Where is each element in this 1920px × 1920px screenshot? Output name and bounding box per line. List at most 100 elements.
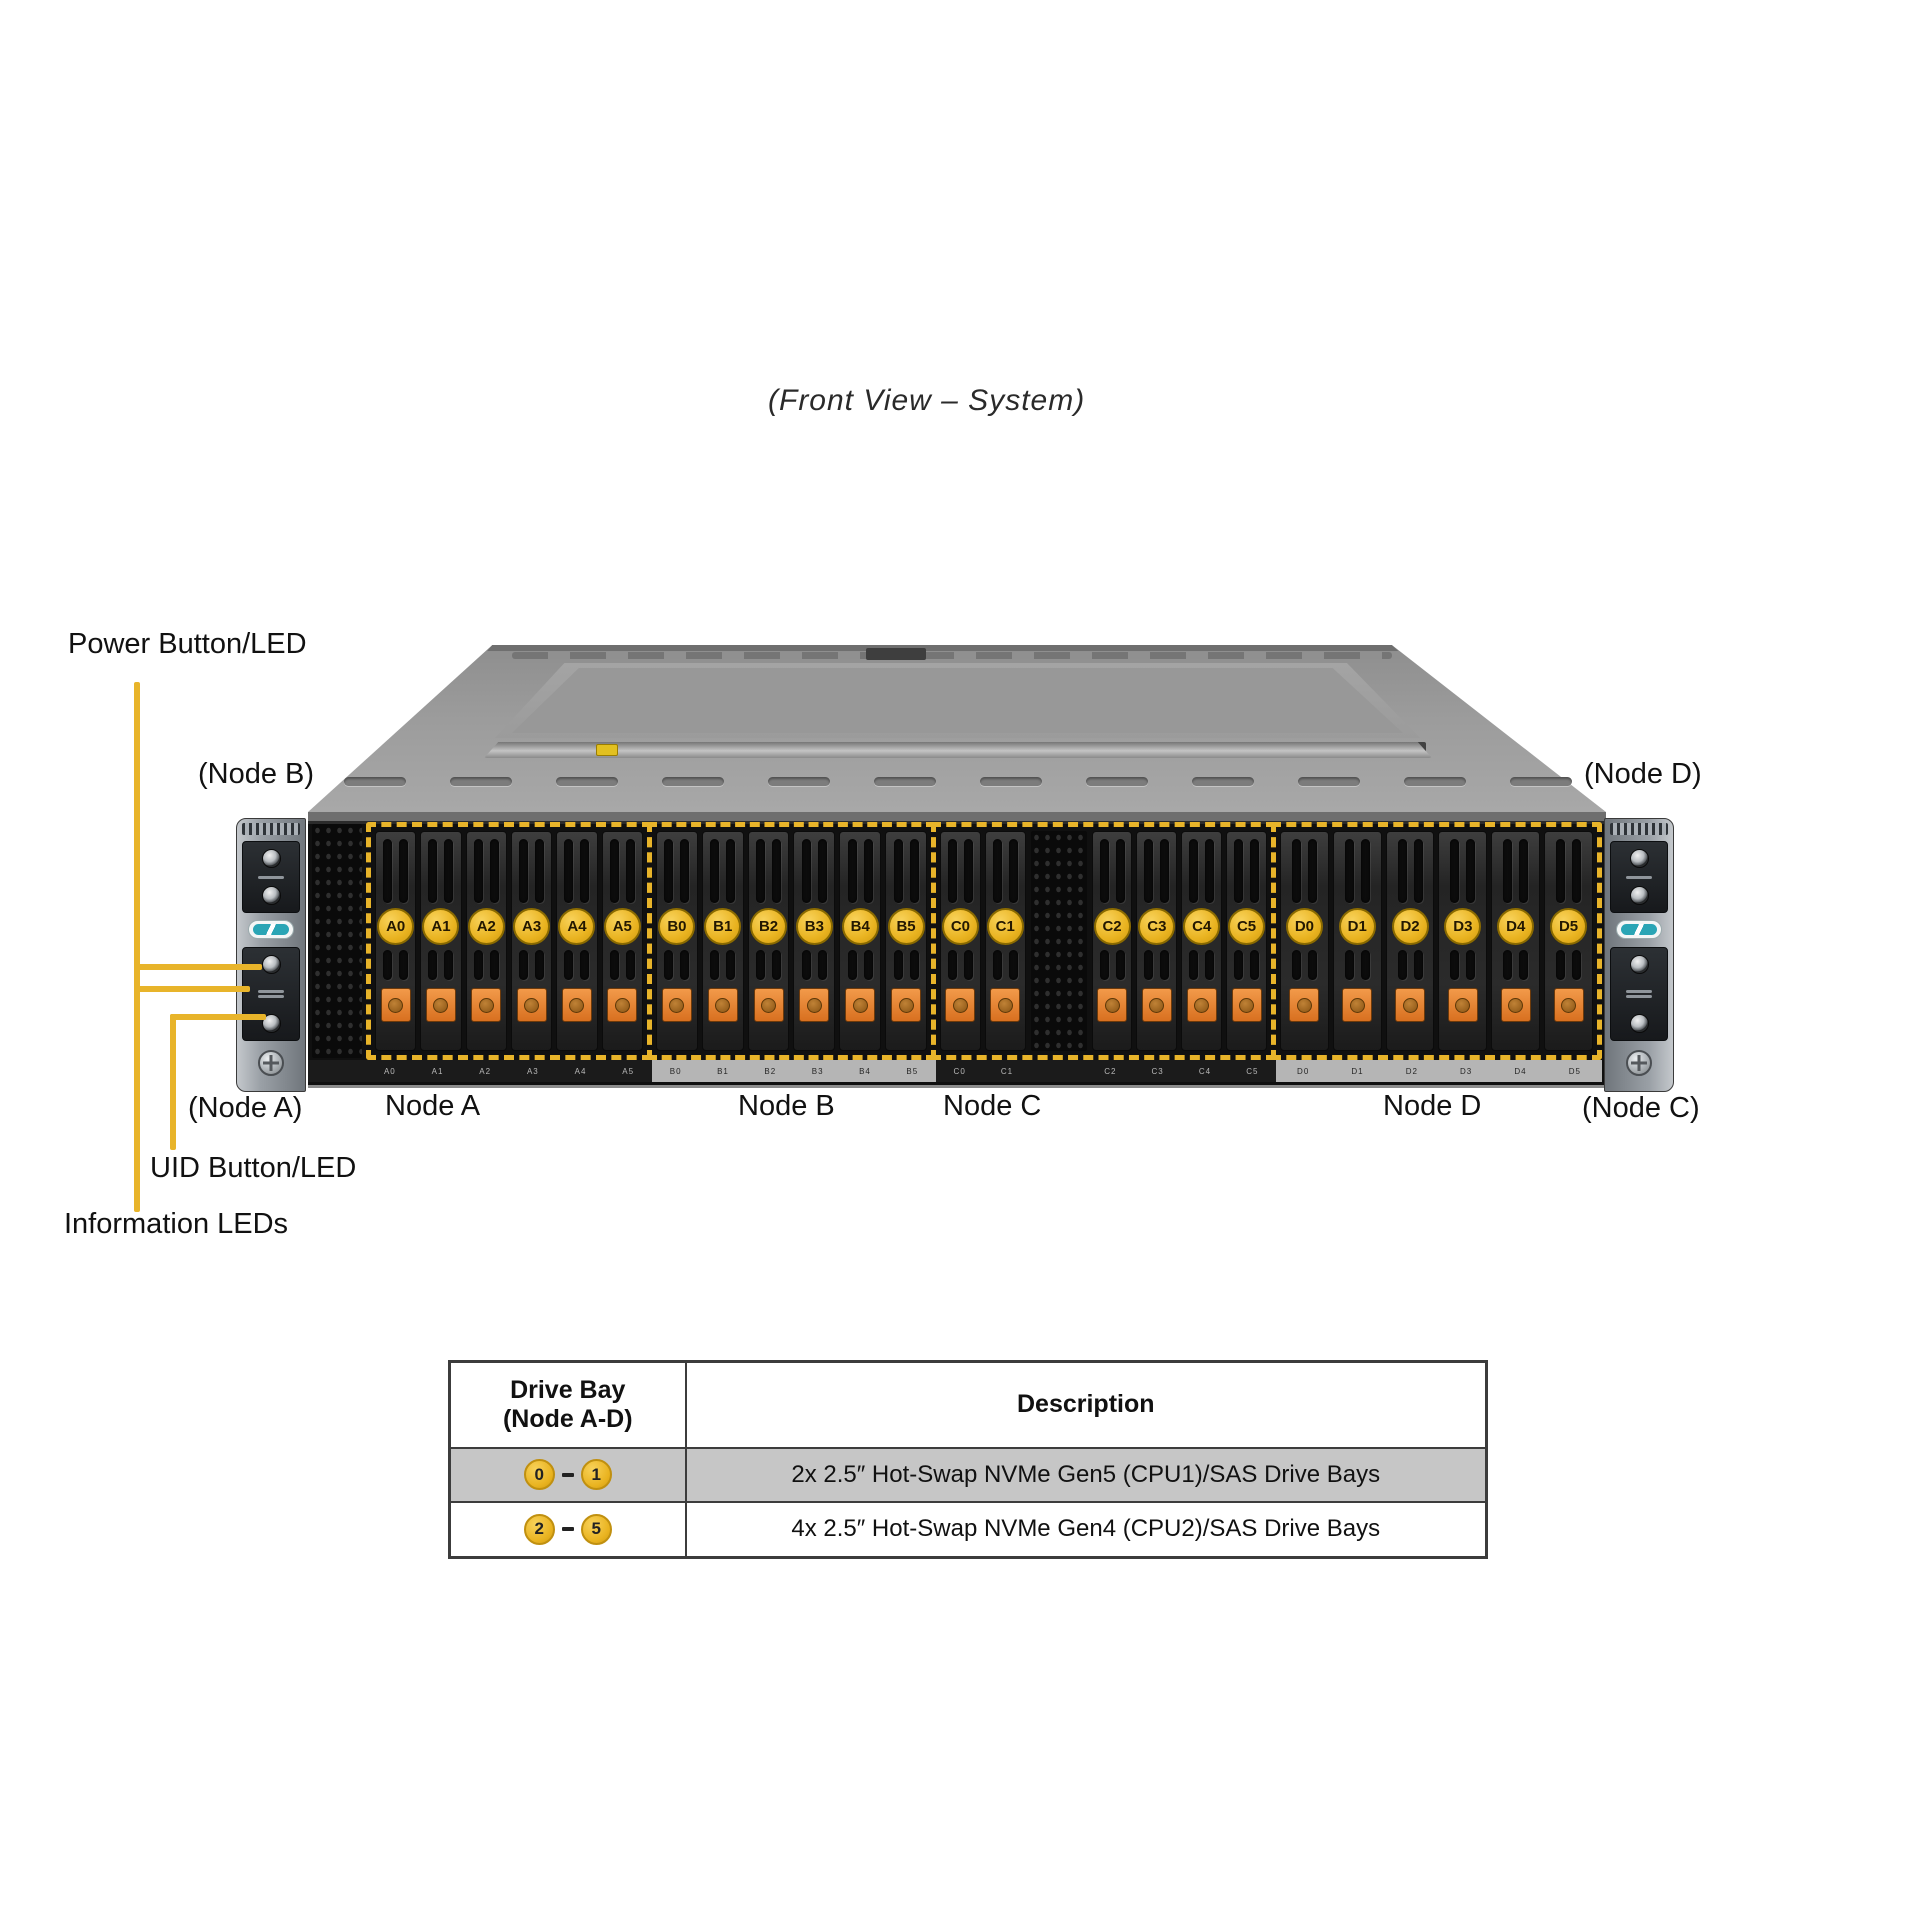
drive-latch (707, 988, 738, 1022)
bay-number-badge: 5 (580, 1513, 612, 1545)
sled-lower-slots (1397, 950, 1423, 980)
sled-slot (847, 839, 857, 903)
drive-bay-header-line1: Drive Bay (510, 1375, 626, 1404)
supermicro-logo (1616, 920, 1662, 939)
drive-bay-badge: A3 (513, 908, 551, 945)
sled-slot (383, 950, 393, 980)
drive-sled-c5: C5 (1226, 831, 1267, 1051)
drive-latch (1342, 988, 1373, 1022)
sled-slot (399, 950, 409, 980)
supermicro-logo (248, 920, 294, 939)
bay-id-text: B0 (669, 1066, 682, 1076)
sled-lower-slots (1234, 950, 1260, 980)
drive-bay-badge: C1 (986, 908, 1024, 945)
sled-slot (1503, 839, 1513, 903)
sled-handle-slots (1291, 839, 1317, 903)
sled-slot (1115, 950, 1125, 980)
sled-slot (1450, 839, 1460, 903)
bay-id-text: C4 (1198, 1066, 1212, 1076)
sled-slot (1205, 839, 1215, 903)
chassis-back-edge (487, 645, 1399, 651)
sled-lower-slots (847, 950, 873, 980)
drive-sled-d3: D3 (1438, 831, 1488, 1051)
drive-bay-badge: D2 (1391, 908, 1429, 945)
power-button-label: Power Button/LED (68, 628, 307, 660)
sled-slot (1344, 839, 1354, 903)
sled-lower-slots (756, 950, 782, 980)
sled-slot (710, 950, 720, 980)
drive-latch (607, 988, 638, 1022)
node-d-control-panel (1610, 841, 1668, 913)
sled-slot (992, 950, 1002, 980)
sled-slot (580, 839, 590, 903)
sled-slot (1189, 839, 1199, 903)
sled-handle-slots (564, 839, 590, 903)
sled-slot (1466, 950, 1476, 980)
sled-slot (893, 950, 903, 980)
sled-lower-slots (710, 950, 736, 980)
sled-handle-slots (1397, 839, 1423, 903)
drive-sled-c1: C1 (984, 831, 1026, 1051)
sled-slot (756, 950, 766, 980)
node-a-control-panel (242, 947, 300, 1041)
node-b-power-button (261, 849, 281, 868)
drive-sled-d4: D4 (1491, 831, 1541, 1051)
sled-slot (428, 950, 438, 980)
drive-sled-c3: C3 (1136, 831, 1178, 1051)
drive-bay-badge: C4 (1183, 908, 1221, 945)
sled-handle-slots (893, 839, 919, 903)
sled-slot (519, 839, 529, 903)
drive-latch (891, 988, 922, 1022)
drive-latch (425, 988, 456, 1022)
sled-handle-slots (1503, 839, 1529, 903)
node-a-ear-label: (Node A) (188, 1092, 303, 1124)
drive-latch (380, 988, 411, 1022)
table-header-row: Drive Bay (Node A-D) Description (448, 1360, 1488, 1449)
bay-id-text: B1 (717, 1066, 729, 1076)
sled-handle-slots (519, 839, 545, 903)
sled-slot (625, 839, 635, 903)
chassis-top-handle (866, 648, 926, 660)
sled-slot (1008, 950, 1018, 980)
node-a-uid-button (261, 1014, 281, 1033)
drive-latch (799, 988, 830, 1022)
bay-id-text: A5 (622, 1066, 635, 1076)
node-c-label: Node C (943, 1090, 1042, 1122)
uid-button-label: UID Button/LED (150, 1152, 357, 1184)
drive-latch (561, 988, 592, 1022)
bay-id-text: D3 (1460, 1066, 1473, 1076)
sled-slot (1413, 950, 1423, 980)
node-c-information-leds (1626, 995, 1652, 998)
drive-bay-badge: C3 (1138, 908, 1176, 945)
bay-number-badge: 0 (523, 1459, 555, 1490)
node-b-information-leds (258, 875, 284, 879)
sled-handle-slots (992, 839, 1018, 903)
sled-handle-slots (847, 839, 873, 903)
sled-slot (664, 950, 674, 980)
bay-id-text: A3 (526, 1066, 539, 1076)
sled-lower-slots (609, 950, 635, 980)
sled-slot (1397, 950, 1407, 980)
sled-slot (535, 950, 545, 980)
drive-bay-badge: A2 (467, 908, 505, 945)
sled-slot (1250, 839, 1260, 903)
drive-sled-a3: A3 (510, 831, 553, 1051)
sled-slot (444, 839, 454, 903)
drive-latch (1395, 988, 1426, 1022)
sled-slot (1099, 839, 1109, 903)
drive-latch (1553, 988, 1584, 1022)
bay-id-strip-vent (308, 1060, 366, 1082)
sled-slot (1189, 950, 1199, 980)
sled-slot (963, 839, 973, 903)
sled-handle-slots (609, 839, 635, 903)
sled-slot (1234, 839, 1244, 903)
drive-bay-badge: D4 (1497, 908, 1535, 945)
drive-latch (1097, 988, 1128, 1022)
sled-slot (947, 950, 957, 980)
sled-handle-slots (1556, 839, 1582, 903)
sled-slot (1160, 839, 1170, 903)
bay-id-text: D0 (1297, 1066, 1310, 1076)
